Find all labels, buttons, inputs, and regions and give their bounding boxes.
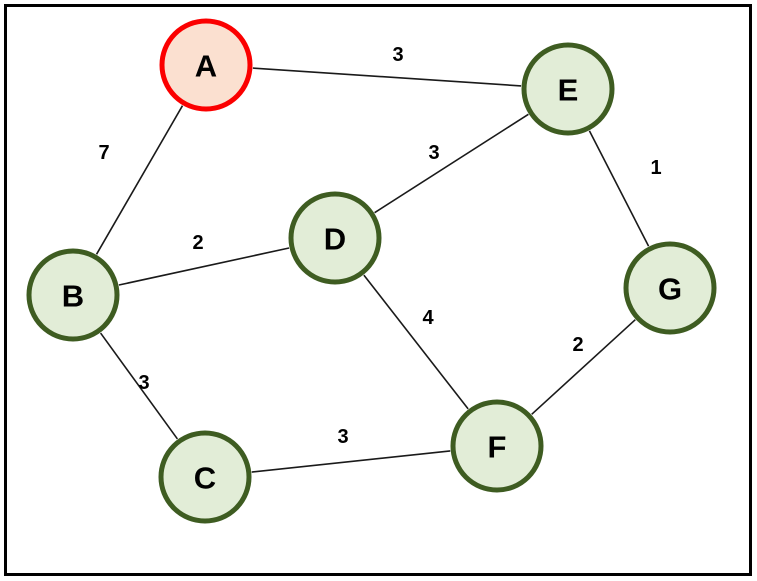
edge-f-g[interactable] — [531, 319, 636, 415]
nodes-layer: A B C D E F G — [26, 18, 717, 524]
graph-node-d[interactable]: D — [288, 191, 382, 285]
edge-b-c[interactable] — [99, 332, 179, 440]
node-label-c: C — [194, 461, 216, 496]
graph-node-c[interactable]: C — [158, 430, 252, 524]
graph-node-e[interactable]: E — [521, 42, 615, 136]
edges-layer — [95, 67, 650, 473]
graph-node-b[interactable]: B — [26, 248, 120, 342]
node-circle-b[interactable] — [26, 248, 120, 342]
edge-weight-c-f: 3 — [337, 426, 348, 448]
node-label-d: D — [324, 222, 346, 257]
graph-node-g[interactable]: G — [623, 241, 717, 335]
edge-d-f[interactable] — [363, 274, 469, 410]
node-circle-d[interactable] — [288, 191, 382, 285]
node-label-g: G — [658, 272, 682, 307]
edge-weights-layer: 3 7 3 1 2 4 2 3 3 — [98, 44, 661, 448]
node-circle-e[interactable] — [521, 42, 615, 136]
edge-weight-a-b: 7 — [98, 142, 109, 164]
node-label-a: A — [195, 49, 217, 84]
node-circle-a[interactable] — [159, 18, 253, 112]
edge-weight-d-e: 3 — [428, 142, 439, 164]
node-circle-f[interactable] — [450, 399, 544, 493]
graph-node-f[interactable]: F — [450, 399, 544, 493]
edge-a-b[interactable] — [95, 105, 184, 255]
graph-node-a[interactable]: A — [159, 18, 253, 112]
edge-weight-d-f: 4 — [422, 307, 434, 329]
node-label-e: E — [558, 73, 579, 108]
node-circle-g[interactable] — [623, 241, 717, 335]
edge-weight-e-g: 1 — [650, 157, 661, 179]
node-circle-c[interactable] — [158, 430, 252, 524]
edge-d-e[interactable] — [374, 113, 529, 214]
edge-weight-b-d: 2 — [192, 232, 203, 254]
edge-b-d[interactable] — [118, 247, 290, 286]
node-label-b: B — [62, 279, 84, 314]
node-label-f: F — [488, 430, 507, 465]
edge-weight-f-g: 2 — [572, 334, 583, 356]
edge-weight-b-c: 3 — [138, 372, 149, 394]
edge-a-e[interactable] — [252, 67, 522, 87]
edge-weight-a-e: 3 — [392, 44, 403, 66]
edge-c-f[interactable] — [251, 450, 451, 473]
edge-e-g[interactable] — [588, 130, 650, 247]
